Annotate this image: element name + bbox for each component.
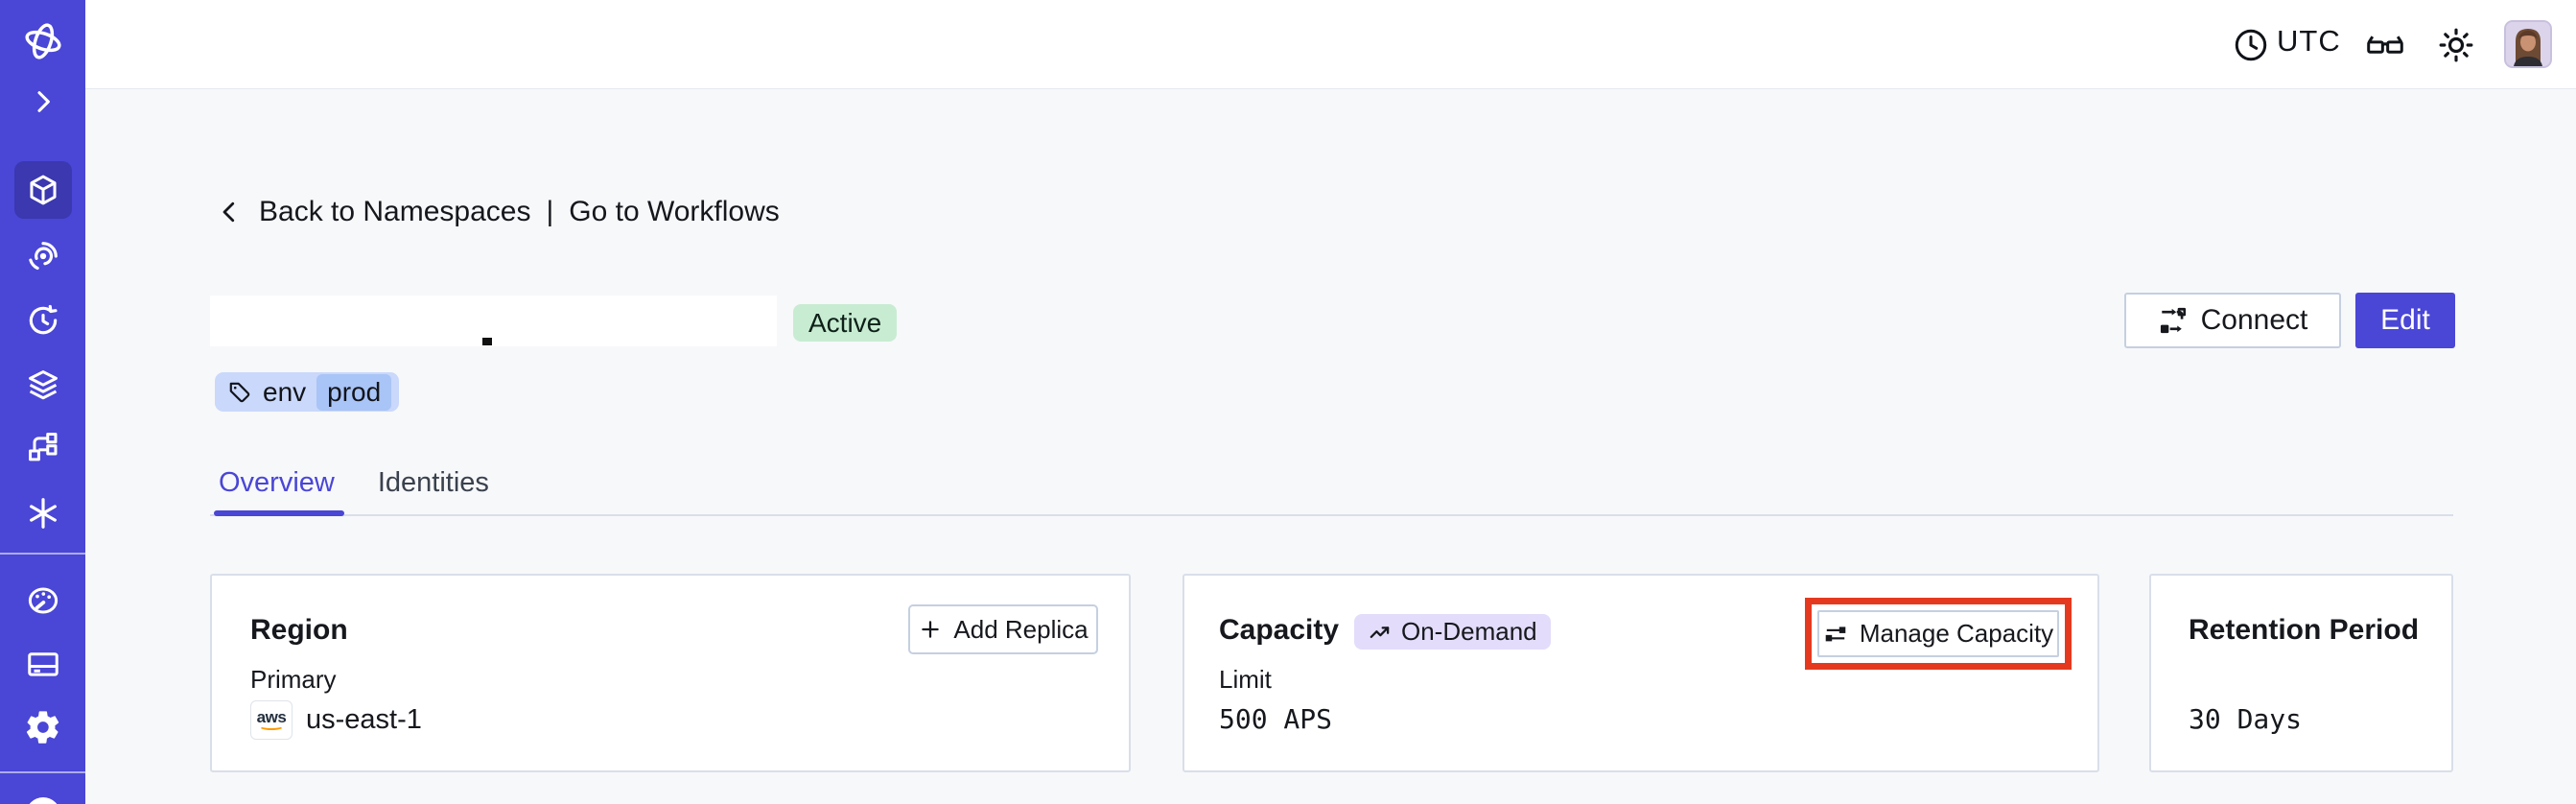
temporal-logo-icon [0, 21, 85, 61]
add-replica-button[interactable]: Add Replica [908, 604, 1098, 654]
sidebar-item-support[interactable] [0, 797, 85, 804]
layers-icon [28, 370, 58, 400]
connect-button[interactable]: Connect [2124, 293, 2341, 348]
breadcrumb-workflows-link[interactable]: Go to Workflows [569, 196, 780, 227]
active-tile [13, 161, 72, 219]
ondemand-badge-label: On-Demand [1401, 617, 1537, 646]
aws-logo-text: aws [256, 707, 287, 726]
retention-card-title: Retention Period [2189, 614, 2420, 646]
manage-capacity-button[interactable]: Manage Capacity [1817, 610, 2059, 657]
capacity-value: 500 APS [1219, 703, 1333, 735]
branch-pipeline-icon [28, 433, 57, 461]
tabs-divider [210, 514, 2453, 516]
tab-identities[interactable]: Identities [377, 467, 489, 498]
region-card-title: Region [250, 614, 348, 646]
redaction-artifact [482, 338, 492, 345]
ondemand-badge: On-Demand [1354, 614, 1551, 650]
asterisk-icon [29, 498, 57, 529]
tab-bar: Overview Identities [219, 467, 489, 499]
primary-label: Primary [250, 665, 337, 694]
breadcrumb: Back to Namespaces | Go to Workflows [215, 196, 780, 228]
billing-card-icon [27, 652, 59, 676]
edit-button[interactable]: Edit [2355, 293, 2455, 348]
aws-smile [259, 722, 284, 730]
sidebar-divider [0, 553, 85, 555]
capacity-card: Capacity On-Demand Manage Capacity Limit… [1183, 574, 2099, 772]
namespace-tag-chip[interactable]: env prod [215, 372, 400, 412]
theme-toggle-sun-icon[interactable] [2437, 26, 2475, 64]
sidebar-item-batch-operations[interactable] [0, 495, 85, 532]
connect-flow-icon [2160, 307, 2186, 334]
region-value: us-east-1 [306, 704, 422, 735]
user-avatar[interactable] [2504, 20, 2552, 68]
sidebar-item-nexus[interactable] [0, 238, 85, 274]
breadcrumb-back-link[interactable]: Back to Namespaces [259, 196, 531, 227]
trending-up-icon [1370, 626, 1390, 638]
tab-overview[interactable]: Overview [219, 467, 335, 498]
nexus-spiral-icon [28, 242, 58, 271]
primary-region-row: aws us-east-1 [250, 700, 422, 740]
active-tab-underline [214, 510, 344, 516]
usage-gauge-icon [28, 587, 58, 614]
namespaces-cube-icon [29, 175, 57, 205]
sidebar-divider [0, 771, 85, 773]
breadcrumb-separator: | [546, 196, 554, 227]
back-chevron-icon[interactable] [215, 198, 244, 226]
sidebar-expand-chevron-icon[interactable] [0, 86, 85, 117]
sidebar-item-billing[interactable] [0, 646, 85, 682]
manage-capacity-label: Manage Capacity [1859, 619, 2054, 648]
sidebar [0, 0, 85, 804]
tag-icon [229, 382, 250, 402]
sidebar-item-namespaces[interactable] [0, 161, 85, 219]
tag-key: env [263, 376, 307, 407]
region-card: Region Add Replica Primary aws us-east-1 [210, 574, 1131, 772]
sidebar-item-workflows[interactable] [0, 429, 85, 465]
connect-button-label: Connect [2200, 304, 2308, 336]
schedules-clock-icon [29, 304, 58, 335]
topbar: UTC [85, 0, 2576, 89]
namespace-name-redacted [210, 296, 777, 346]
timezone-clock-icon[interactable] [2233, 27, 2269, 63]
retention-card: Retention Period 30 Days [2149, 574, 2453, 772]
add-replica-label: Add Replica [953, 614, 1089, 644]
sidebar-item-settings[interactable] [0, 708, 85, 746]
edit-button-label: Edit [2380, 304, 2430, 336]
sidebar-item-usage[interactable] [0, 582, 85, 619]
tag-value: prod [316, 373, 392, 411]
aws-logo-icon: aws [250, 700, 293, 740]
sidebar-item-schedules[interactable] [0, 302, 85, 339]
sidebar-item-deployments[interactable] [0, 367, 85, 403]
settings-gear-icon [26, 711, 59, 744]
timezone-label[interactable]: UTC [2277, 24, 2341, 58]
annotation-highlight-box: Manage Capacity [1805, 598, 2072, 670]
capacity-card-title: Capacity [1219, 614, 1340, 646]
sliders-icon [1825, 626, 1846, 641]
retention-value: 30 Days [2189, 703, 2303, 735]
support-circle-icon [25, 797, 60, 804]
reader-glasses-icon[interactable] [2364, 27, 2406, 63]
limit-label: Limit [1219, 665, 1272, 694]
plus-icon [922, 621, 940, 638]
status-badge: Active [793, 304, 898, 342]
